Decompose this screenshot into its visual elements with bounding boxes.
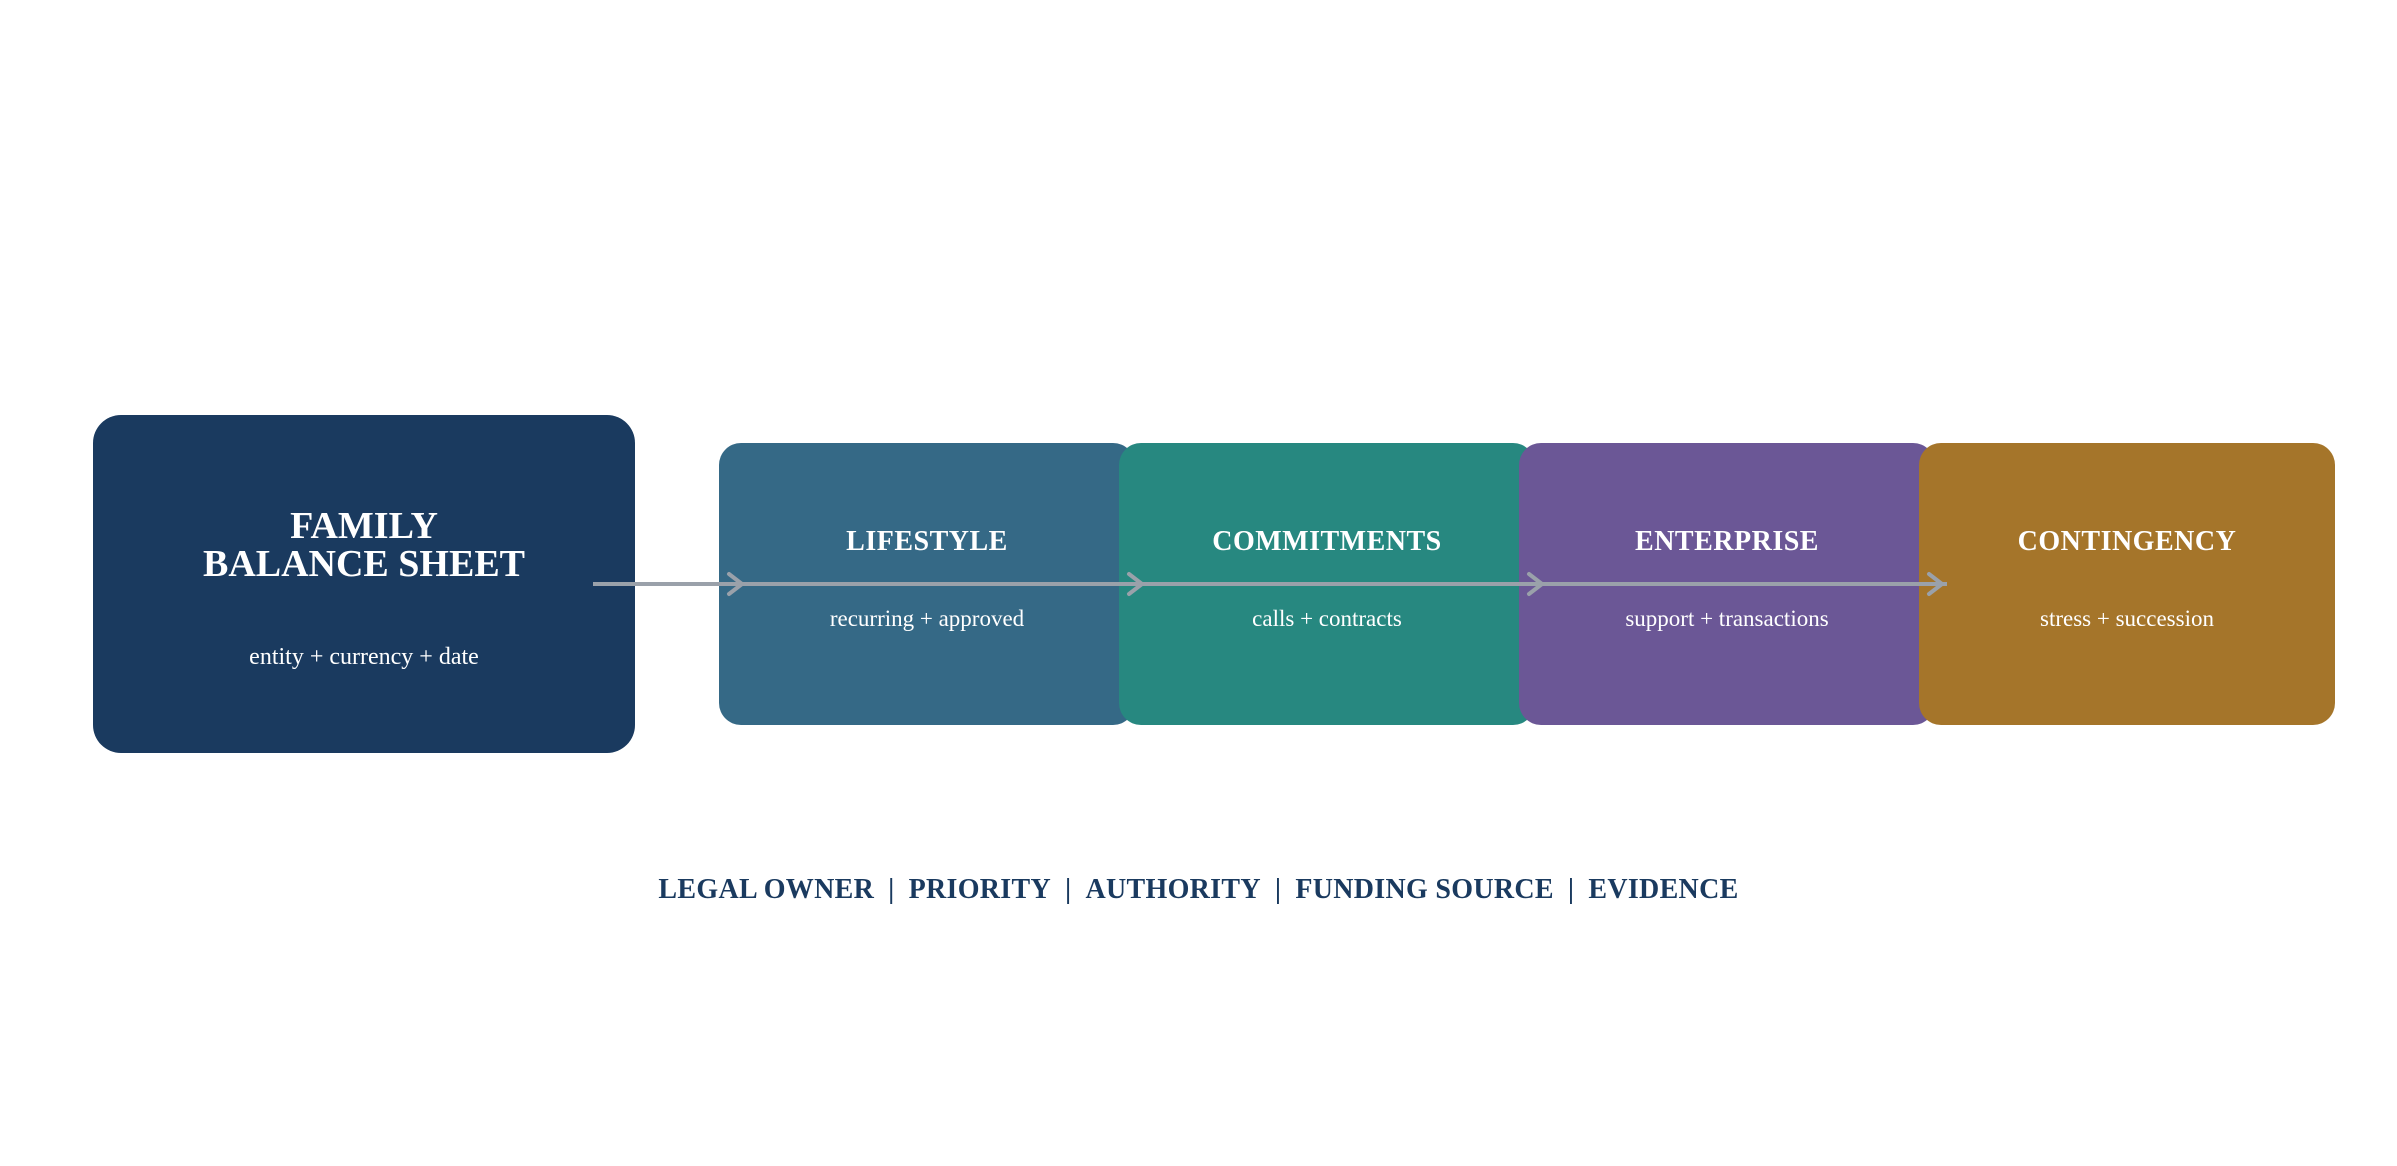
stage-title: LIFESTYLE bbox=[846, 526, 1008, 557]
stage-subtitle: recurring + approved bbox=[829, 606, 1025, 631]
main-title-line-2: BALANCE SHEET bbox=[202, 543, 526, 585]
stage-box-lifestyle: LIFESTYLE recurring + approved bbox=[719, 443, 1135, 725]
stage-subtitle: stress + succession bbox=[2040, 606, 2214, 631]
footer-separator: | bbox=[1274, 874, 1282, 905]
main-title-line-1: FAMILY bbox=[290, 505, 438, 547]
footer-item-priority: PRIORITY bbox=[908, 874, 1051, 905]
family-balance-sheet-title: FAMILY BALANCE SHEET bbox=[93, 507, 635, 583]
stage-box-contingency: CONTINGENCY stress + succession bbox=[1919, 443, 2335, 725]
footer-separator: | bbox=[1065, 874, 1072, 905]
footer-item-authority: AUTHORITY bbox=[1085, 874, 1261, 905]
stage-title: ENTERPRISE bbox=[1635, 526, 1819, 557]
family-balance-sheet-subtitle: entity + currency + date bbox=[249, 644, 479, 670]
stage-subtitle: support + transactions bbox=[1625, 606, 1829, 631]
footer-item-funding-source: FUNDING SOURCE bbox=[1295, 874, 1554, 905]
footer-separator: | bbox=[888, 874, 895, 905]
footer-item-evidence: EVIDENCE bbox=[1588, 874, 1739, 905]
stage-box-commitments: COMMITMENTS calls + contracts bbox=[1119, 443, 1535, 725]
attribute-footer: LEGAL OWNER | PRIORITY | AUTHORITY | FUNDING S… bbox=[0, 873, 2397, 907]
stage-title: COMMITMENTS bbox=[1212, 526, 1442, 557]
footer-item-legal-owner: LEGAL OWNER bbox=[658, 874, 875, 905]
stage-box-enterprise: ENTERPRISE support + transactions bbox=[1519, 443, 1935, 725]
stage-subtitle: calls + contracts bbox=[1252, 606, 1402, 631]
footer-separator: | bbox=[1567, 874, 1575, 905]
stage-title: CONTINGENCY bbox=[2017, 526, 2237, 557]
family-balance-sheet-box: FAMILY BALANCE SHEET entity + currency +… bbox=[93, 415, 635, 753]
